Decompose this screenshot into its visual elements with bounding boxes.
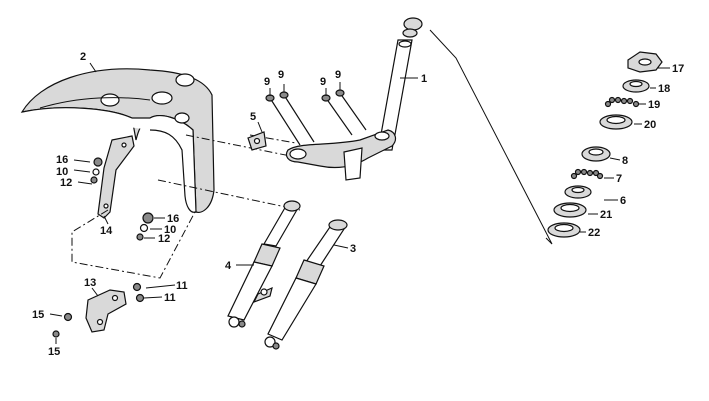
callout-3: 3 <box>350 243 356 255</box>
callout-21: 21 <box>600 209 612 221</box>
callout-19: 19 <box>648 99 660 111</box>
left-fork-leg <box>227 200 301 328</box>
callout-11b: 11 <box>164 292 176 304</box>
callout-4: 4 <box>225 260 232 272</box>
callout-11a: 11 <box>176 280 188 292</box>
callout-17: 17 <box>672 63 684 75</box>
callout-9b: 9 <box>278 69 284 81</box>
callout-9d: 9 <box>335 69 341 81</box>
callout-9c: 9 <box>320 76 326 88</box>
fender-hardware <box>90 157 154 241</box>
callout-15b: 15 <box>48 346 60 358</box>
callout-16b: 16 <box>167 213 179 225</box>
front-fender <box>20 68 215 213</box>
callout-12a: 12 <box>60 177 72 189</box>
leader-lines <box>49 62 670 344</box>
callout-10b: 10 <box>164 224 176 236</box>
callout-1: 1 <box>421 73 427 85</box>
bearing-reference-line <box>429 29 553 245</box>
fender-bracket <box>97 135 135 219</box>
callout-10a: 10 <box>56 166 68 178</box>
right-fork-leg <box>264 219 348 350</box>
lower-clamp <box>52 282 145 338</box>
steering-bearing-set <box>547 51 663 238</box>
callout-13: 13 <box>84 277 96 289</box>
callout-12b: 12 <box>158 233 170 245</box>
callout-6: 6 <box>620 195 626 207</box>
callout-16a: 16 <box>56 154 68 166</box>
callout-7: 7 <box>616 173 622 185</box>
callout-8: 8 <box>622 155 628 167</box>
callout-18: 18 <box>658 83 670 95</box>
callout-15a: 15 <box>32 309 44 321</box>
cable-clip <box>247 131 267 151</box>
callout-22: 22 <box>588 227 600 239</box>
callout-14: 14 <box>100 225 113 237</box>
callout-5: 5 <box>250 111 256 123</box>
steering-stem <box>285 17 423 181</box>
callout-20: 20 <box>644 119 656 131</box>
callout-9a: 9 <box>264 76 270 88</box>
mounting-bolts <box>265 89 367 146</box>
callout-2: 2 <box>80 51 86 63</box>
